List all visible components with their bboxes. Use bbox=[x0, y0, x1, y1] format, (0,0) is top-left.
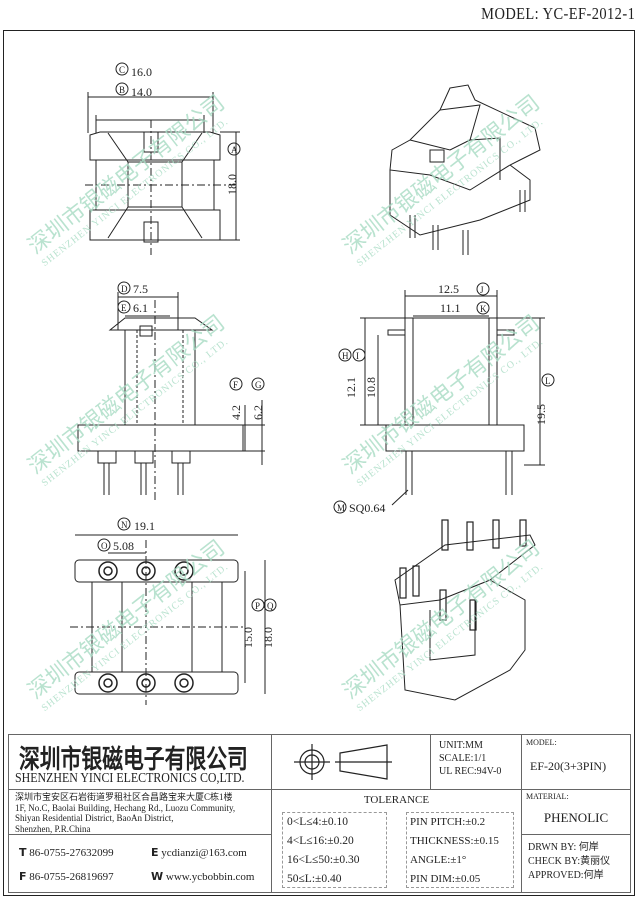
dim-h: 12.1 bbox=[344, 377, 358, 398]
email: ycdianzi@163.com bbox=[161, 847, 247, 859]
dim-p: 15.0 bbox=[241, 627, 255, 648]
dimension-marker: H bbox=[342, 351, 349, 361]
dimension-marker: D bbox=[121, 284, 128, 294]
company-name-en: SHENZHEN YINCI ELECTRONICS CO,LTD. bbox=[15, 771, 245, 786]
dimension-marker: G bbox=[255, 380, 262, 390]
company-cell: 深圳市银磁电子有限公司 SHENZHEN YINCI ELECTRONICS C… bbox=[8, 734, 272, 790]
dim-q: 18.0 bbox=[261, 627, 275, 648]
dim-k: 11.1 bbox=[440, 301, 461, 315]
material-value: PHENOLIC bbox=[543, 810, 609, 825]
drawing-frame bbox=[3, 30, 635, 896]
dim-j: 12.5 bbox=[438, 282, 459, 296]
address-line: Shenzhen, P.R.China bbox=[15, 823, 91, 834]
dim-i: 10.8 bbox=[364, 377, 378, 398]
address-cell: 深圳市宝安区石岩街道罗租社区合昌路宝来大厦C栋1楼 1F, No.C, Baol… bbox=[8, 789, 272, 835]
website-label: W bbox=[151, 870, 164, 883]
dimension-marker: K bbox=[480, 304, 487, 314]
side-view: D 7.5 E 6.1 F G 4.2 6.2 bbox=[77, 281, 265, 500]
dimension-marker: E bbox=[121, 303, 127, 313]
tolerance-item: PIN DIM:±0.05 bbox=[410, 873, 481, 885]
dimension-marker: B bbox=[119, 85, 125, 95]
model-value: EF-20(3+3PIN) bbox=[530, 759, 607, 773]
dim-g: 6.2 bbox=[251, 405, 265, 420]
tolerance-other-list: PIN PITCH:±0.2 THICKNESS:±0.15 ANGLE:±1°… bbox=[406, 812, 514, 888]
company-name-cn: 深圳市银磁电子有限公司 bbox=[19, 745, 248, 775]
drawing-area: C 16.0 B 14.0 A 18.0 D 7.5 E 6.1 F G 4.2… bbox=[70, 62, 555, 705]
isometric-view-bottom bbox=[394, 519, 536, 701]
approval-cell: DRWN BY: 何岸 CHECK BY:黄丽仪 APPROVED:何岸 bbox=[521, 834, 631, 893]
email-label: E bbox=[151, 846, 159, 859]
drawn-by: DRWN BY: 何岸 bbox=[528, 842, 599, 853]
dim-b: 14.0 bbox=[131, 85, 152, 99]
checked-by: CHECK BY:黄丽仪 bbox=[528, 856, 611, 867]
address-line: 1F, No.C, Baolai Building, Hechang Rd., … bbox=[15, 802, 236, 813]
bottom-view: N 19.1 O 5.08 P Q 15.0 18.0 bbox=[70, 517, 277, 705]
dim-l: 19.5 bbox=[534, 404, 548, 425]
tolerance-item: 0<L≤4:±0.10 bbox=[287, 816, 348, 828]
material-cell: MATERIAL: PHENOLIC bbox=[521, 789, 631, 835]
tolerance-item: 16<L≤50:±0.30 bbox=[287, 854, 360, 866]
first-angle-projection-icon bbox=[294, 744, 392, 780]
dimension-marker: O bbox=[101, 541, 108, 551]
website: www.ycbobbin.com bbox=[165, 871, 255, 883]
fax-label: F bbox=[19, 870, 27, 883]
dim-o: 5.08 bbox=[113, 539, 134, 553]
model-cell: MODEL: EF-20(3+3PIN) bbox=[521, 734, 631, 790]
unit-cell: UNIT:MM SCALE:1/1 UL REC:94V-0 bbox=[430, 734, 522, 790]
approved-by: APPROVED:何岸 bbox=[528, 870, 604, 881]
tolerance-length-list: 0<L≤4:±0.10 4<L≤16:±0.20 16<L≤50:±0.30 5… bbox=[282, 812, 387, 888]
dim-n: 19.1 bbox=[134, 519, 155, 533]
tolerance-title: TOLERANCE bbox=[363, 794, 430, 806]
address-line: 深圳市宝安区石岩街道罗租社区合昌路宝来大厦C栋1楼 bbox=[15, 792, 233, 802]
top-view: C 16.0 B 14.0 A 18.0 bbox=[85, 62, 241, 255]
phone-label: T bbox=[19, 846, 27, 859]
dimension-marker: A bbox=[231, 145, 238, 155]
projection-symbol-cell bbox=[271, 734, 431, 790]
dimension-marker: I bbox=[356, 351, 359, 361]
unit: UNIT:MM bbox=[439, 740, 483, 751]
tolerance-item: THICKNESS:±0.15 bbox=[410, 835, 499, 847]
dim-m: SQ0.64 bbox=[349, 501, 385, 515]
dim-c: 16.0 bbox=[131, 65, 152, 79]
isometric-view-top bbox=[389, 84, 541, 255]
tolerance-item: ANGLE:±1° bbox=[410, 854, 467, 866]
dimension-marker: J bbox=[480, 285, 484, 295]
dimension-marker: L bbox=[545, 376, 551, 386]
address-line: Shiyan Residential District, BaoAn Distr… bbox=[15, 813, 174, 823]
phone: 86-0755-27632099 bbox=[29, 847, 114, 859]
dimension-marker: M bbox=[337, 503, 345, 513]
dimension-marker: P bbox=[255, 601, 260, 611]
dim-f: 4.2 bbox=[229, 405, 243, 420]
model-label: MODEL: bbox=[526, 738, 557, 747]
front-view: 12.5 J 11.1 K H I 12.1 10.8 L 19.5 M SQ0… bbox=[333, 282, 555, 515]
contact-cell: T 86-0755-27632099 F 86-0755-26819697 E … bbox=[8, 834, 272, 893]
scale: SCALE:1/1 bbox=[439, 753, 487, 764]
dim-d: 7.5 bbox=[133, 282, 148, 296]
model-title: MODEL: YC-EF-2012-1 bbox=[480, 4, 635, 23]
dimension-marker: F bbox=[233, 380, 238, 390]
tolerance-item: PIN PITCH:±0.2 bbox=[410, 816, 486, 828]
material-label: MATERIAL: bbox=[526, 792, 569, 801]
dim-a: 18.0 bbox=[225, 174, 239, 195]
dim-e: 6.1 bbox=[133, 301, 148, 315]
tolerance-cell: TOLERANCE 0<L≤4:±0.10 4<L≤16:±0.20 16<L≤… bbox=[271, 789, 522, 893]
tolerance-item: 4<L≤16:±0.20 bbox=[287, 835, 354, 847]
tolerance-item: 50≤L:±0.40 bbox=[287, 873, 342, 885]
fax: 86-0755-26819697 bbox=[29, 871, 114, 883]
dimension-marker: C bbox=[119, 65, 125, 75]
dimension-marker: N bbox=[121, 520, 128, 530]
ul-rating: UL REC:94V-0 bbox=[439, 766, 502, 777]
dimension-marker: Q bbox=[267, 601, 274, 611]
